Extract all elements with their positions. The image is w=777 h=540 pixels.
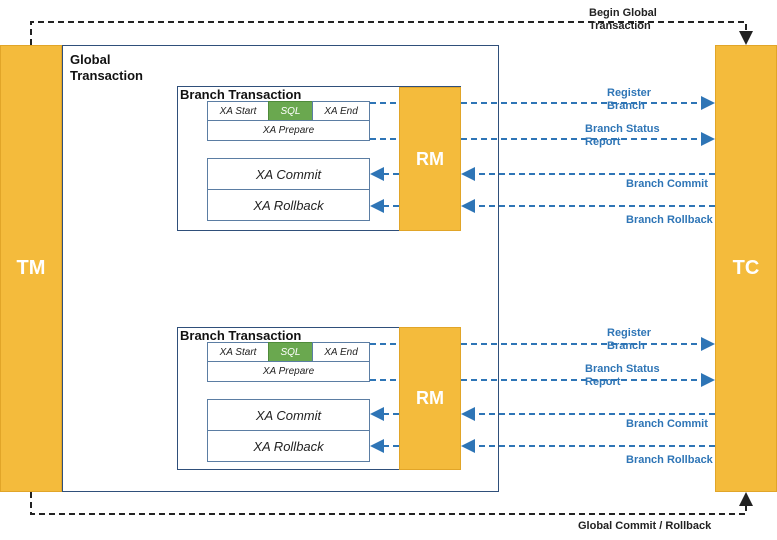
branch-commit-label: Branch Commit [626,178,708,190]
global-commit-rollback-arrow [30,492,753,515]
register-line1: Register [607,87,652,99]
status-line1: Branch Status [585,363,660,375]
begin-global-transaction-arrow [30,21,753,45]
global-commit-rollback-label: Global Commit / Rollback [578,520,712,532]
branch-commit-label: Branch Commit [626,418,708,430]
register-line1: Register [607,327,652,339]
xa-rollback-cell: XA Rollback [207,430,370,462]
rm-box: RM [399,327,461,470]
xa-prepare-cell: XA Prepare [207,361,370,382]
global-transaction-title: Global Transaction [70,52,143,84]
register-branch-label: Register Branch [607,327,651,353]
rm-label: RM [416,148,444,169]
register-branch-label: Register Branch [607,87,651,113]
status-line1: Branch Status [585,123,660,135]
begin-global-transaction-label: Begin Global Transaction [589,7,657,33]
begin-global-line1: Begin Global [589,7,657,19]
xa-prepare-cell: XA Prepare [207,120,370,141]
global-title-line2: Transaction [70,68,143,83]
tm-bar: TM [0,45,62,492]
xa-commit-cell: XA Commit [207,399,370,431]
register-line2: Branch [607,100,645,112]
branch-status-report-label: Branch Status Report [585,123,660,149]
tc-label: TC [732,257,760,279]
register-line2: Branch [607,340,645,352]
rm-label: RM [416,388,444,408]
status-line2: Report [585,376,621,388]
tc-bar: TC [715,45,777,492]
global-title-line1: Global [70,52,111,67]
branch-rollback-label: Branch Rollback [626,214,713,226]
branch-status-report-label: Branch Status Report [585,363,660,389]
tm-label: TM [16,257,46,279]
rm-box: RM [399,87,461,231]
branch-rollback-label: Branch Rollback [626,454,713,466]
status-line2: Report [585,136,621,148]
branch-transaction-title: Branch Transaction [180,328,302,343]
branch-transaction-title: Branch Transaction [180,87,302,102]
xa-commit-cell: XA Commit [207,158,370,190]
xa-rollback-cell: XA Rollback [207,189,370,221]
begin-global-line2: Transaction [589,20,651,32]
